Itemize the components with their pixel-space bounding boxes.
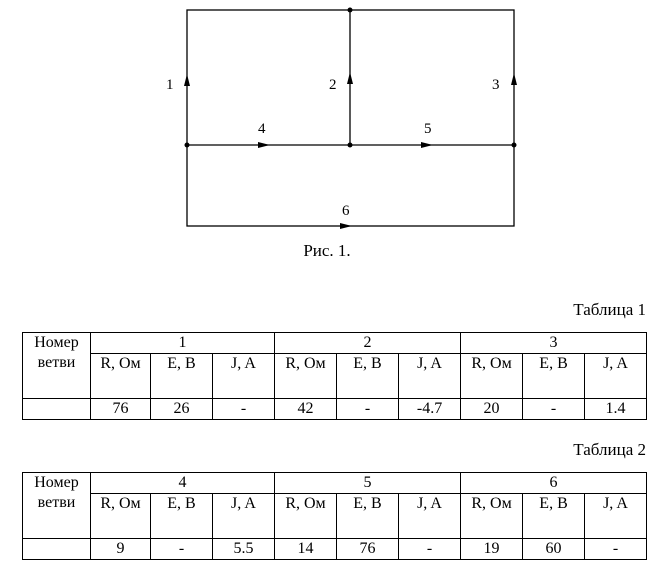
column-header-j: J, A <box>211 353 276 399</box>
arrow-branch-1 <box>184 74 190 86</box>
value-cell: - <box>211 398 276 420</box>
node-right <box>511 142 517 148</box>
value-cell: 76 <box>90 398 151 420</box>
branch-number-cell: 3 <box>460 332 648 354</box>
circuit-diagram: 1 2 3 4 5 6 <box>166 7 517 229</box>
column-header-e: E, B <box>522 493 586 539</box>
value-cell: 60 <box>522 538 586 560</box>
column-header-e: E, B <box>150 493 213 539</box>
value-cell: - <box>522 398 586 420</box>
label-branch-4: 4 <box>258 121 266 137</box>
branch-number-cell: 6 <box>460 472 648 494</box>
value-cell: - <box>336 398 400 420</box>
value-cell: 9 <box>90 538 151 560</box>
column-header-r: R, Ом <box>460 493 524 539</box>
branch-number-cell: 5 <box>274 472 462 494</box>
row-header-cell: Номер ветви <box>22 472 91 539</box>
table-row: 9 - 5.5 14 76 - 19 60 - <box>22 538 648 560</box>
column-header-j: J, A <box>398 493 462 539</box>
column-header-e: E, B <box>522 353 586 399</box>
arrow-branch-3 <box>511 73 517 85</box>
column-header-j: J, A <box>584 353 648 399</box>
empty-cell <box>22 398 91 420</box>
value-cell: 42 <box>274 398 338 420</box>
arrow-branch-5 <box>421 142 433 148</box>
arrow-branch-4 <box>258 142 270 148</box>
label-branch-1: 1 <box>166 77 174 93</box>
value-cell: 26 <box>150 398 213 420</box>
column-header-e: E, B <box>336 493 400 539</box>
value-cell: - <box>150 538 213 560</box>
value-cell: -4.7 <box>398 398 462 420</box>
table-1-caption: Таблица 1 <box>573 300 646 319</box>
branch-number-cell: 1 <box>89 332 276 354</box>
column-header-r: R, Ом <box>90 493 151 539</box>
column-header-j: J, A <box>584 493 648 539</box>
node-center <box>347 142 353 148</box>
value-cell: - <box>584 538 648 560</box>
value-cell: 1.4 <box>584 398 648 420</box>
node-top <box>347 7 353 13</box>
value-cell: 19 <box>460 538 524 560</box>
table-1: Номер ветви 1 2 3 R, Ом E, B J, A R, Ом … <box>22 332 648 420</box>
value-cell: 76 <box>336 538 400 560</box>
label-branch-3: 3 <box>492 77 500 93</box>
branch-number-cell: 4 <box>89 472 276 494</box>
table-2-caption: Таблица 2 <box>573 440 646 459</box>
table-row: 76 26 - 42 - -4.7 20 - 1.4 <box>22 398 648 420</box>
value-cell: 5.5 <box>211 538 276 560</box>
label-branch-5: 5 <box>424 121 432 137</box>
arrow-branch-2 <box>347 72 353 84</box>
column-header-e: E, B <box>150 353 213 399</box>
branch-number-cell: 2 <box>274 332 462 354</box>
column-header-r: R, Ом <box>274 493 338 539</box>
column-header-r: R, Ом <box>90 353 151 399</box>
arrow-branch-6 <box>340 223 352 229</box>
figure-caption: Рис. 1. <box>303 241 351 260</box>
column-header-j: J, A <box>398 353 462 399</box>
column-header-j: J, A <box>211 493 276 539</box>
empty-cell <box>22 538 91 560</box>
column-header-r: R, Ом <box>274 353 338 399</box>
node-left <box>184 142 190 148</box>
label-branch-6: 6 <box>342 203 350 219</box>
column-header-e: E, B <box>336 353 400 399</box>
table-2: Номер ветви 4 5 6 R, Ом E, B J, A R, Ом … <box>22 472 648 560</box>
column-header-r: R, Ом <box>460 353 524 399</box>
row-header-cell: Номер ветви <box>22 332 91 399</box>
value-cell: 14 <box>274 538 338 560</box>
label-branch-2: 2 <box>329 77 337 93</box>
value-cell: 20 <box>460 398 524 420</box>
value-cell: - <box>398 538 462 560</box>
